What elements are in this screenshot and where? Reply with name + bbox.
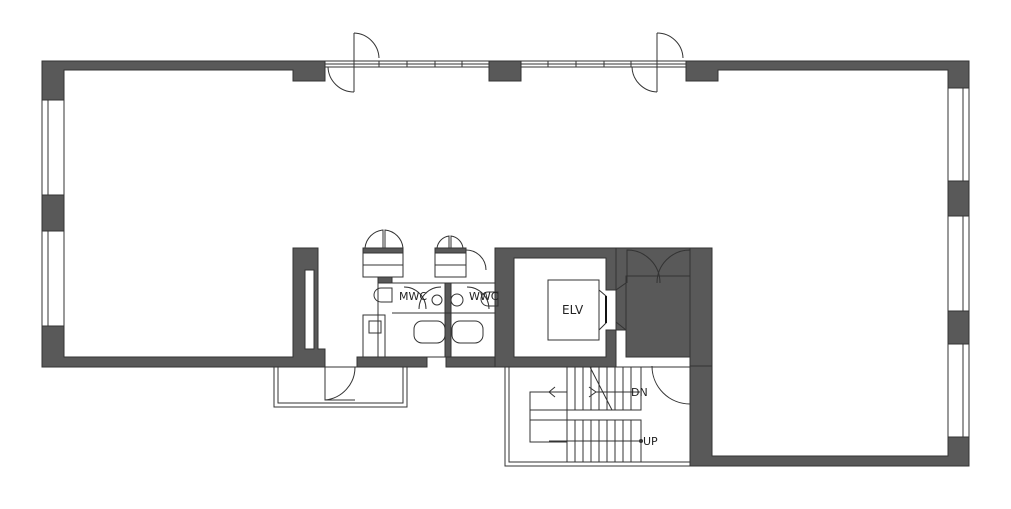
windows [41, 60, 970, 438]
wall-toilet-divider [444, 282, 452, 358]
sink-counter-left [413, 320, 446, 344]
basin-mwc [431, 294, 443, 306]
entrance-doors [327, 32, 684, 93]
stairwell: DN UP [504, 366, 691, 467]
wall-elevator [494, 247, 617, 368]
toilet-fixtures [364, 229, 499, 344]
window-right-2 [947, 215, 970, 312]
utility-box [362, 314, 386, 358]
balcony [273, 366, 408, 408]
wall-left-pier-mid [41, 194, 65, 232]
sink-counter-right [451, 320, 484, 344]
wall-left-bottom [41, 247, 326, 368]
wall-toilet-top-left [362, 247, 404, 254]
window-left-2 [41, 230, 65, 327]
wall-top-mid-pier [488, 60, 522, 82]
lobby-doors [626, 249, 691, 405]
south-entry [273, 366, 408, 408]
wall-toilet-bottom [356, 356, 428, 368]
elevator: ELV [547, 279, 607, 341]
wall-toilet-left-lower [377, 276, 393, 284]
window-right-1 [947, 87, 970, 182]
label-wwc: WWC [469, 290, 499, 303]
label-mwc: MWC [399, 290, 427, 303]
toilet-bowl-mwc [373, 287, 393, 303]
wall-toilet-top-right [434, 247, 467, 254]
label-elv: ELV [562, 303, 584, 317]
window-right-3 [947, 343, 970, 438]
wall-lobby-right [689, 247, 713, 367]
label-dn: DN [631, 386, 648, 399]
window-slit [304, 269, 315, 350]
wall-right-pier-2 [947, 310, 970, 345]
toilet-bowl-wwc [450, 293, 464, 307]
core-walls [356, 247, 713, 368]
wall-right-pier-1 [947, 180, 970, 217]
wall-top-left [41, 60, 326, 101]
elevator-car [547, 279, 600, 341]
wall-right-bottom [689, 365, 970, 467]
label-up: UP [643, 435, 658, 448]
window-left-1 [41, 99, 65, 196]
exterior-walls [41, 60, 970, 467]
wall-top-right [685, 60, 970, 89]
